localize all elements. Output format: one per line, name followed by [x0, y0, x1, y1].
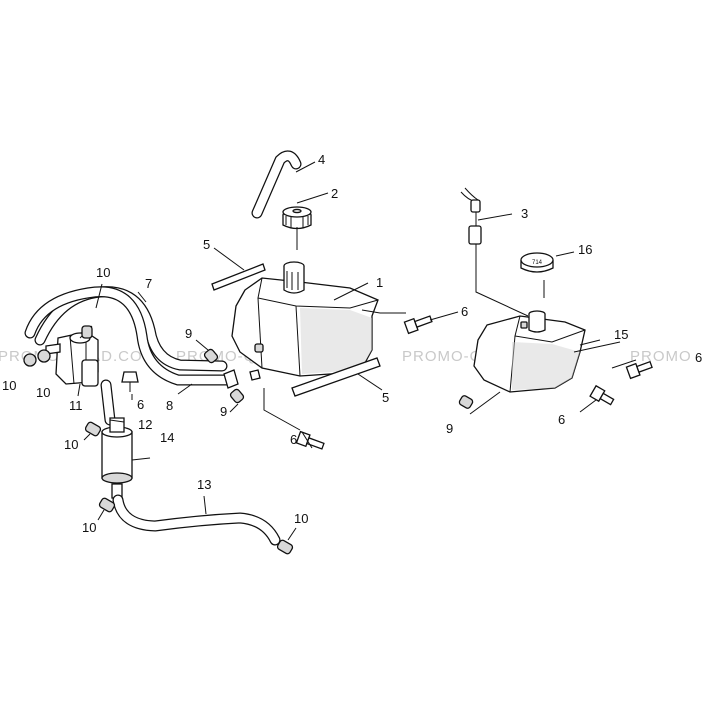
callout-10: 10: [82, 520, 96, 535]
callout-6: 6: [137, 397, 144, 412]
reservoir-cap: 714: [520, 252, 554, 273]
callout-8: 8: [166, 398, 173, 413]
bolts: [121, 315, 653, 450]
reservoir-tank: [473, 310, 586, 393]
callout-3: 3: [521, 206, 528, 221]
callout-6: 6: [558, 412, 565, 427]
breather-hose: [251, 150, 302, 219]
hose-fitting: [223, 369, 239, 389]
fuel-hose-13: [112, 494, 281, 546]
fuel-hose-8: [24, 286, 234, 386]
callout-10: 10: [294, 511, 308, 526]
callout-10: 10: [96, 265, 110, 280]
hose-clamps: [23, 325, 474, 555]
fuel-tank: [231, 261, 379, 381]
callout-9: 9: [446, 421, 453, 436]
cap-marking: 714: [532, 260, 543, 266]
callout-9: 9: [185, 326, 192, 341]
rubber-strip-upper: [211, 263, 266, 291]
callout-1: 1: [376, 275, 383, 290]
callout-11: 11: [69, 398, 83, 413]
leader-lines: [77, 161, 637, 541]
callout-6: 6: [290, 432, 297, 447]
callout-9: 9: [220, 404, 227, 419]
callout-6: 6: [695, 350, 702, 365]
callout-4: 4: [318, 152, 325, 167]
callout-7: 7: [145, 276, 152, 291]
callout-16: 16: [578, 242, 592, 257]
watermark-text: PROMO: [630, 348, 692, 365]
callout-13: 13: [197, 477, 211, 492]
level-sensor: [460, 187, 482, 245]
callout-5: 5: [382, 390, 389, 405]
callout-10: 10: [36, 385, 50, 400]
callout-10: 10: [64, 437, 78, 452]
fuel-filter: [100, 379, 133, 499]
callout-12: 12: [138, 417, 152, 432]
rubber-strip-lower: [291, 357, 381, 397]
callout-14: 14: [160, 430, 174, 445]
callout-10: 10: [2, 378, 16, 393]
callout-2: 2: [331, 186, 338, 201]
fuel-cap: [282, 206, 312, 230]
callout-15: 15: [614, 327, 628, 342]
callouts: 1 2 3 4 5 5 6 6 6 6 6 7 8 9 9 9 10 10 10…: [2, 152, 702, 535]
callout-5: 5: [203, 237, 210, 252]
callout-6: 6: [461, 304, 468, 319]
